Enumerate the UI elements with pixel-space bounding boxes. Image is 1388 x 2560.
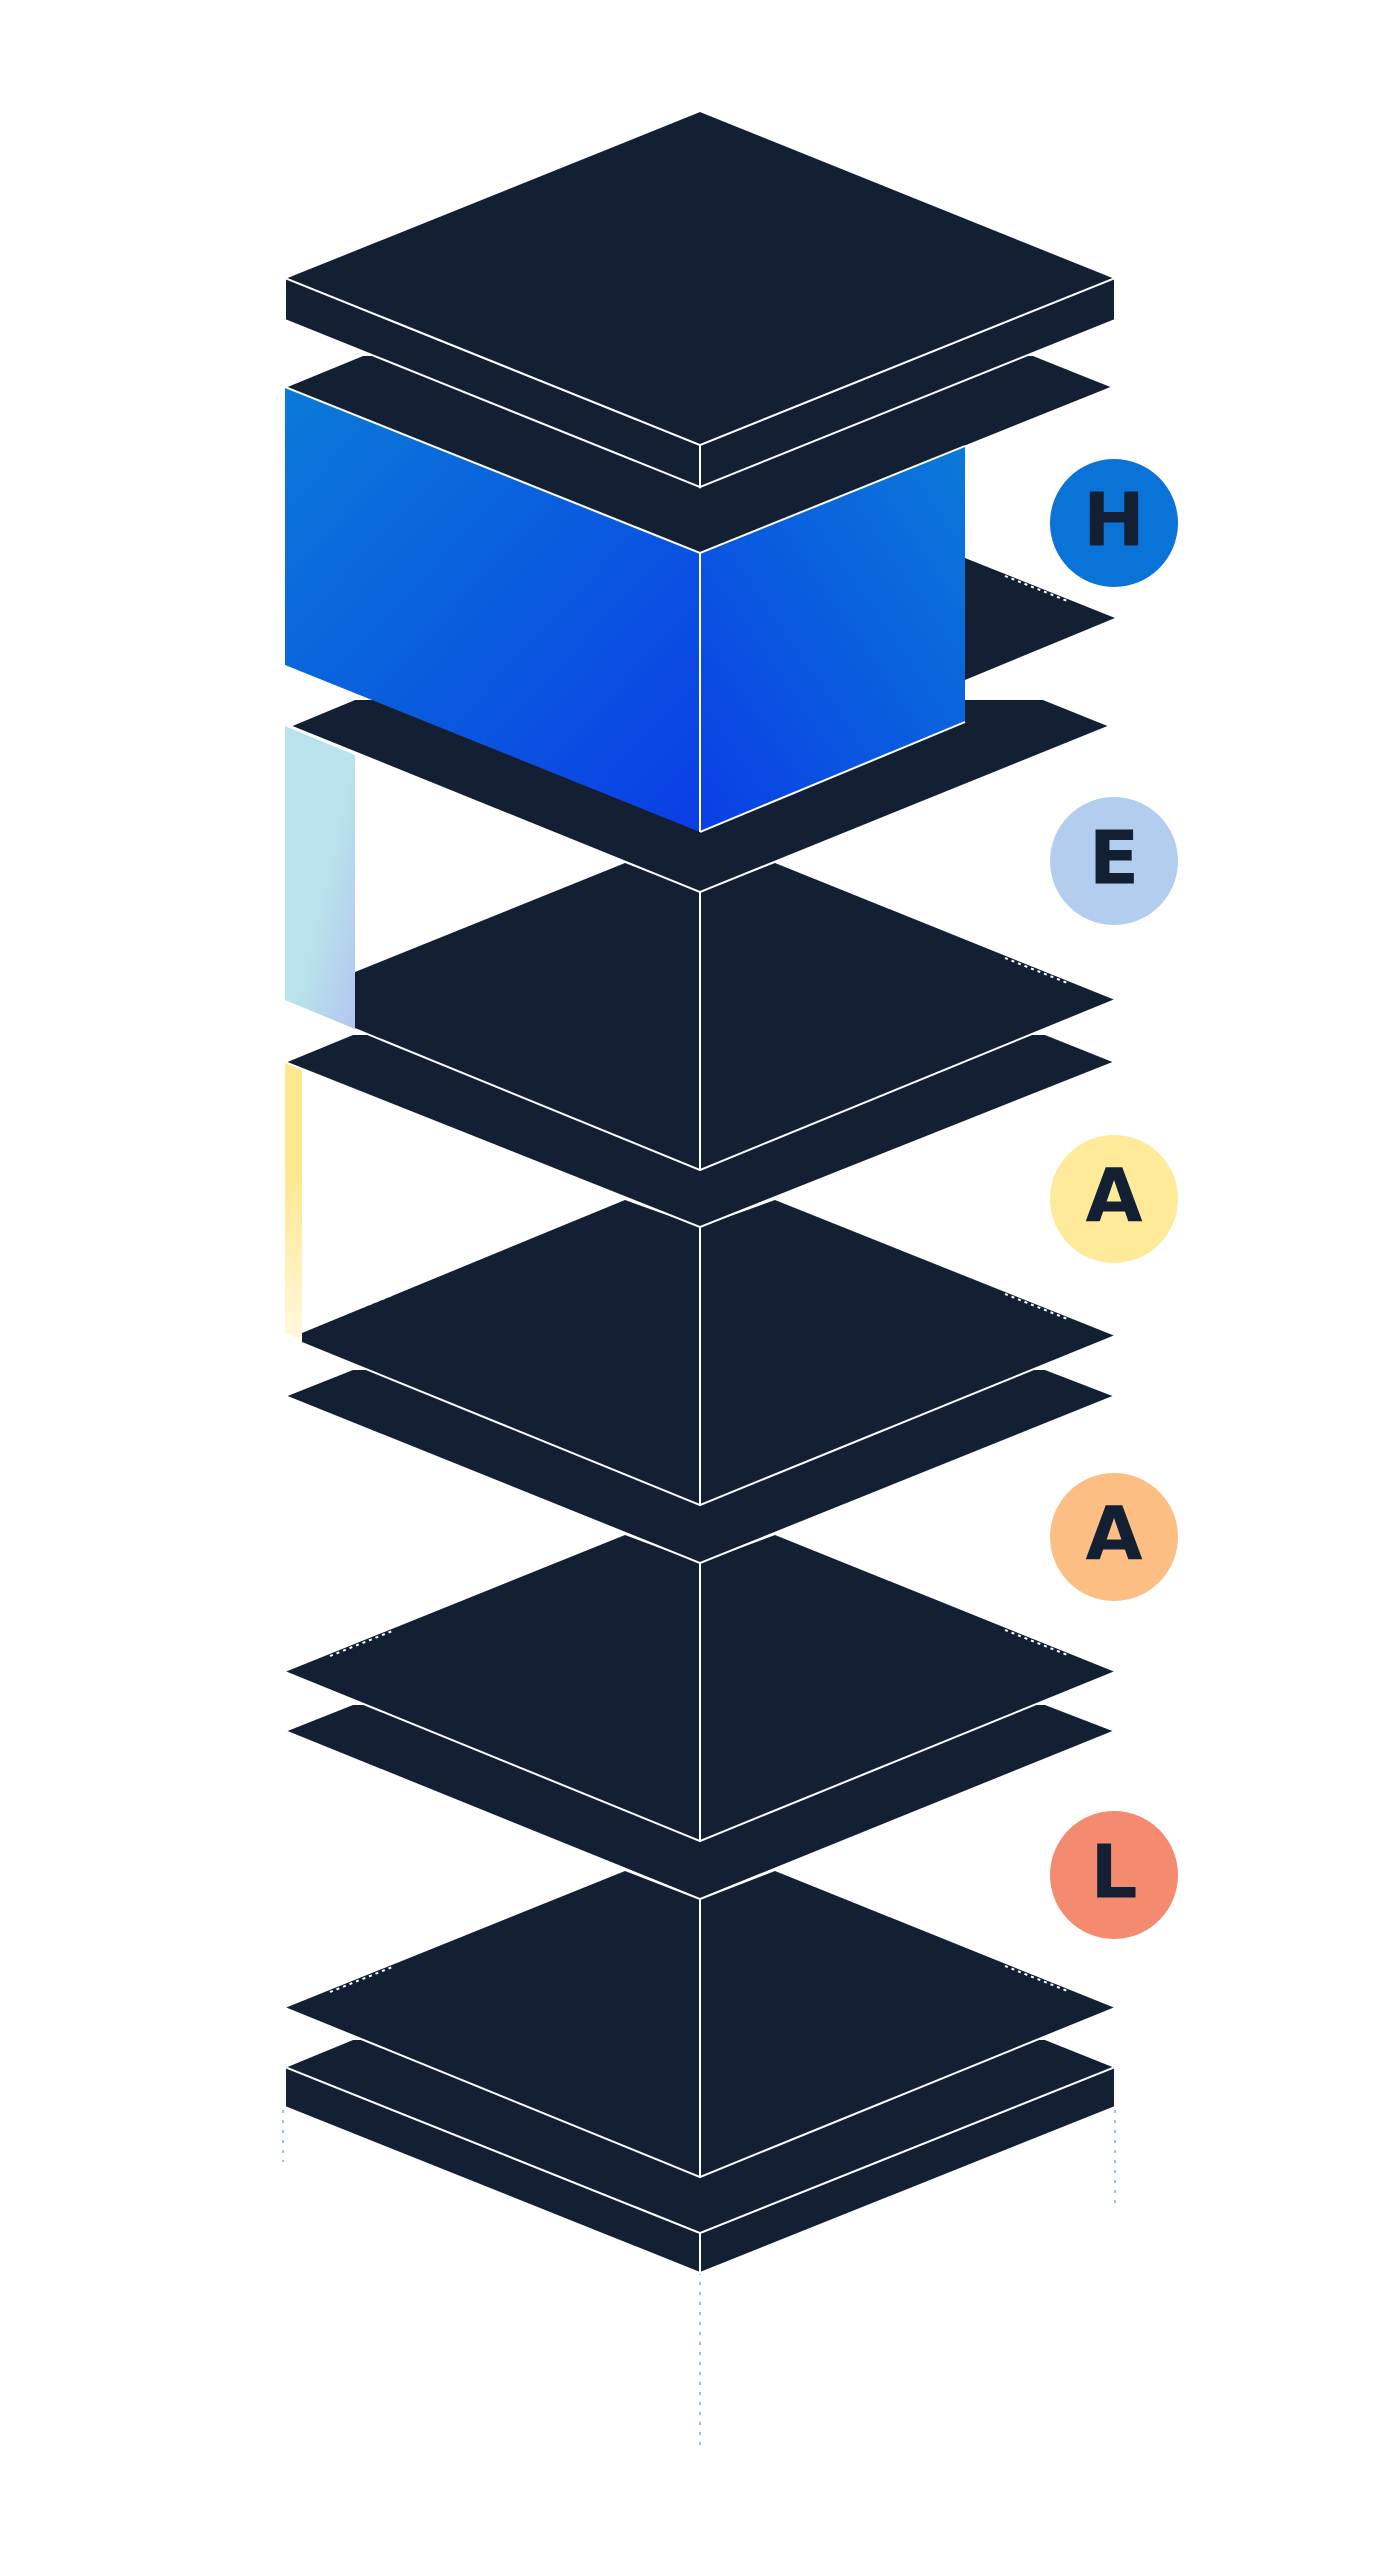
light-blue-strip — [285, 726, 355, 1029]
badge-letter: E — [1089, 816, 1140, 902]
badge-letter: A — [1085, 1154, 1142, 1240]
badge-letter: H — [1083, 478, 1145, 564]
badge-circle — [1050, 1811, 1178, 1939]
layer-a-yellow-dotted-right — [1004, 1293, 1071, 1321]
blue-box-left-face — [285, 387, 700, 832]
blue-box-right-face — [700, 446, 965, 832]
blue-box-top-edge — [284, 386, 701, 554]
layer-a-orange-dotted-left — [329, 1629, 396, 1657]
badge-a-3: A — [1050, 1135, 1178, 1263]
layer-h-back-slab — [965, 558, 1115, 680]
badge-a-4: A — [1050, 1473, 1178, 1601]
layer-e-body — [355, 863, 1115, 1170]
layer-a-yellow-dotted-left — [329, 1293, 396, 1321]
badge-circle — [1050, 797, 1178, 925]
layer-a-yellow-body — [302, 1200, 1115, 1505]
blue-box-bottom-edge — [699, 721, 966, 833]
layer-top-cap — [282, 109, 1118, 489]
layer-h-dotted-right — [1004, 575, 1071, 603]
layer-e-dotted-right — [1004, 957, 1071, 985]
blue-box-top-edge-right — [699, 445, 966, 554]
badge-circle — [1050, 459, 1178, 587]
layer-badges: H E A A L — [1050, 459, 1178, 1939]
badge-letter: A — [1085, 1492, 1142, 1578]
layer-l-dotted-left — [329, 1965, 396, 1993]
top-cap-top-face — [282, 109, 1118, 447]
badge-e-2: E — [1050, 797, 1178, 925]
badge-circle — [1050, 1135, 1178, 1263]
badge-letter: L — [1090, 1830, 1137, 1916]
badge-l-5: L — [1050, 1811, 1178, 1939]
yellow-strip — [285, 1062, 302, 1340]
badge-h-1: H — [1050, 459, 1178, 587]
layer-a-orange-dotted-right — [1004, 1629, 1071, 1657]
badge-circle — [1050, 1473, 1178, 1601]
layer-l-dotted-right — [1004, 1965, 1071, 1993]
